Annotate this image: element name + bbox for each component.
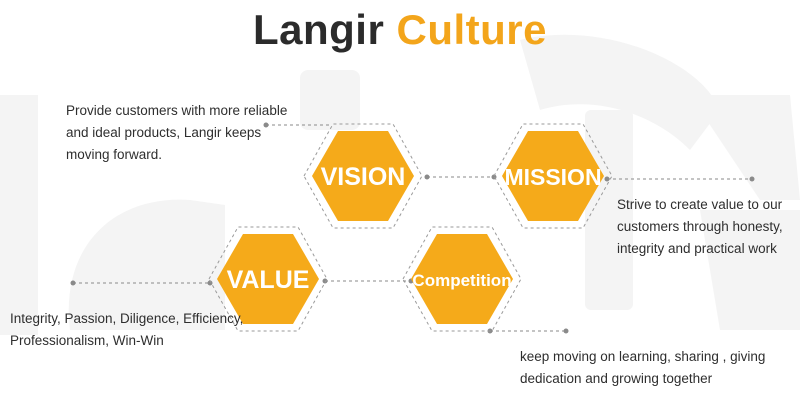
value-description: Integrity, Passion, Diligence, Efficienc…: [10, 311, 244, 348]
page-title: Langir Culture: [0, 6, 800, 54]
connector-dot: [749, 176, 755, 182]
competition-label: Competition: [412, 271, 511, 290]
vision-hexagon-fill: [312, 131, 414, 221]
connector-dot: [424, 174, 430, 180]
competition-description: keep moving on learning, sharing , givin…: [520, 349, 766, 386]
vision-hexagon: VISION: [303, 123, 423, 229]
connector-dot: [322, 278, 328, 284]
vision-label: VISION: [321, 163, 406, 191]
mission-description: Strive to create value to our customers …: [617, 197, 783, 256]
title-part-culture: Culture: [396, 6, 547, 53]
connector-dot: [604, 176, 610, 182]
connector-dot: [207, 280, 213, 286]
mission-hexagon: MISSION: [493, 123, 613, 229]
value-hexagon: VALUE: [208, 226, 328, 332]
value-hexagon-fill: [217, 234, 319, 324]
title-part-langir: Langir: [252, 6, 385, 53]
connector-dot: [563, 328, 569, 334]
connector-dot: [263, 122, 269, 128]
mission-label: MISSION: [504, 164, 601, 190]
connector-dot: [70, 280, 76, 286]
competition-hexagon: Competition: [402, 226, 522, 332]
mission-hexagon-fill: [502, 131, 604, 221]
value-label: VALUE: [227, 266, 310, 294]
vision-description: Provide customers with more reliable and…: [66, 103, 288, 162]
competition-hexagon-fill: [411, 234, 513, 324]
